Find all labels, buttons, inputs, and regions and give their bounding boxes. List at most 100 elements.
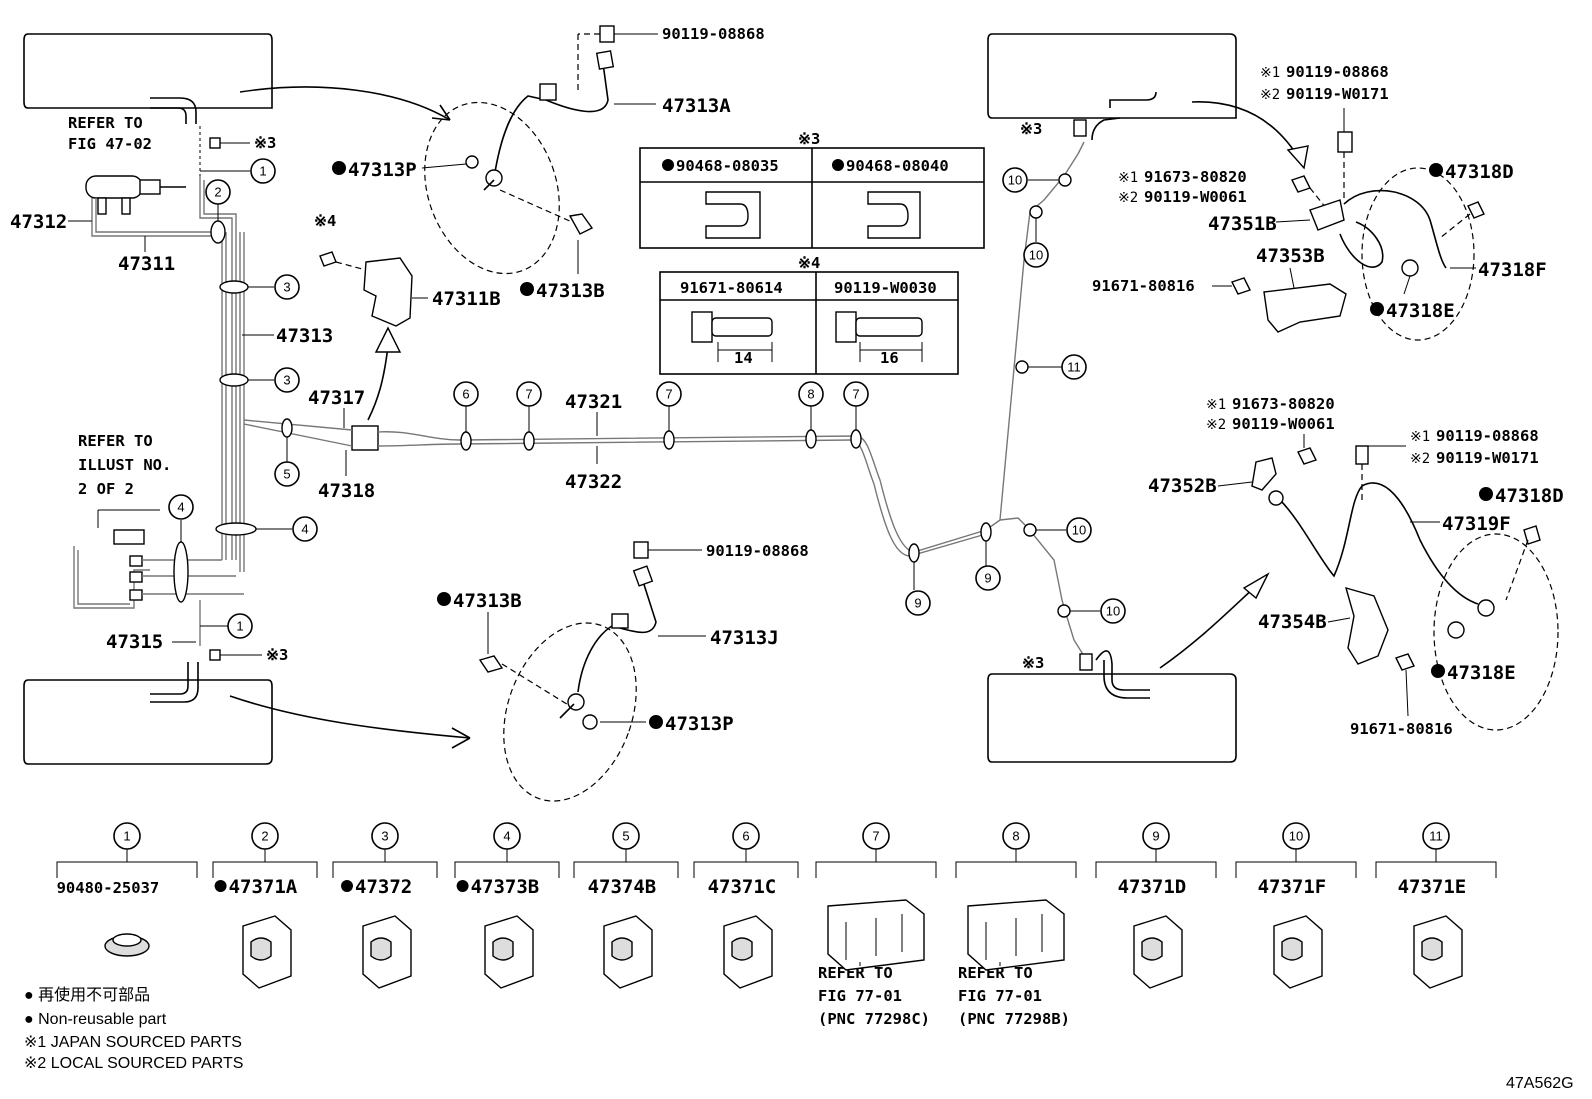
catalog-callout-num: 5 xyxy=(622,829,629,844)
bolt-icon xyxy=(1355,445,1369,465)
ref1-91673-mid-mark: ※1 xyxy=(1206,397,1226,413)
clip-3-icon xyxy=(362,915,412,989)
clip-shape-icon xyxy=(1079,653,1093,671)
table3-col2: 90468-08040 xyxy=(846,157,949,175)
part-47312-label: 47312 xyxy=(10,211,67,233)
catalog-note-8: FIG 77-01 xyxy=(958,987,1042,1005)
svg-text:9: 9 xyxy=(914,596,921,611)
legend-non-reusable-en: ● Non-reusable part xyxy=(24,1011,167,1028)
ref3-bottom-mark: ※3 xyxy=(266,646,288,664)
bracket-47354B-icon xyxy=(1344,586,1389,665)
svg-text:10: 10 xyxy=(1106,604,1120,619)
bracket-47353B-icon xyxy=(1263,283,1347,333)
catalog-callout-num: 10 xyxy=(1289,829,1303,844)
part-90119-08868-mid-label: 90119-08868 xyxy=(706,542,809,560)
clip-4-icon xyxy=(484,915,534,989)
bolt-icon xyxy=(319,251,337,267)
svg-text:6: 6 xyxy=(462,387,469,402)
callout-1-bottom xyxy=(227,613,253,639)
master-cylinder-assembly xyxy=(85,126,245,572)
refer-illust-line1: REFER TO xyxy=(78,432,153,450)
callout-3-lower xyxy=(274,367,300,393)
part-47321-label: 47321 xyxy=(565,391,622,413)
catalog-part-3-label: 47372 xyxy=(355,876,412,898)
non-reusable-dot-icon xyxy=(341,880,353,892)
part-91671-80816-bottom: 91671-80816 xyxy=(1350,720,1453,738)
bracket-47351B-icon xyxy=(1309,199,1345,231)
part-47313P-bottom-label: 47313P xyxy=(665,713,734,735)
part-47352B-label: 47352B xyxy=(1148,475,1217,497)
callout-5 xyxy=(274,461,300,487)
clip-shape-icon xyxy=(209,649,221,661)
bolt-icon xyxy=(1523,525,1541,545)
catalog-callout-num: 4 xyxy=(503,829,510,844)
clip-90468-08035-icon xyxy=(705,191,761,239)
ref2-top-mark: ※2 xyxy=(1260,87,1280,103)
bolt-icon xyxy=(478,655,504,673)
part-91673-80820-top: 91673-80820 xyxy=(1144,168,1247,186)
part-47313J-label: 47313J xyxy=(710,627,779,649)
part-47319F-label: 47319F xyxy=(1442,513,1511,535)
catalog-note-8: (PNC 77298B) xyxy=(958,1010,1070,1028)
catalog-part-2-label: 47371A xyxy=(229,876,298,898)
part-47351B-label: 47351B xyxy=(1208,213,1277,235)
flow-arrow-bottom-right xyxy=(1159,585,1257,669)
clip-shape-icon xyxy=(209,137,221,149)
flow-arrow-top-right xyxy=(1191,101,1301,161)
callout-7-a xyxy=(516,381,542,407)
up-arrow-line xyxy=(367,345,389,421)
non-reusable-dot-icon xyxy=(214,880,227,892)
joint-block-icon xyxy=(351,425,379,451)
svg-text:10: 10 xyxy=(1029,248,1043,263)
legend-local-sourced: ※2 LOCAL SOURCED PARTS xyxy=(24,1055,243,1072)
svg-text:4: 4 xyxy=(301,522,308,537)
ref3-top-mark: ※3 xyxy=(254,134,276,152)
part-47313B-top-label: 47313B xyxy=(536,280,605,302)
callout-1-top xyxy=(250,158,276,184)
refer-fig-text-line2: FIG 47-02 xyxy=(68,135,152,153)
part-91671-80816-top: 91671-80816 xyxy=(1092,277,1195,295)
svg-text:7: 7 xyxy=(665,387,672,402)
callout-11 xyxy=(1061,354,1087,380)
ref3-bottomright-mark: ※3 xyxy=(1022,654,1044,672)
svg-text:10: 10 xyxy=(1072,523,1086,538)
ref1-top-mark: ※1 xyxy=(1260,65,1280,81)
clip-8-icon xyxy=(967,899,1065,971)
up-arrow-icon xyxy=(374,326,402,353)
ref2-mid-mark: ※2 xyxy=(1410,451,1430,467)
part-90119-08868-r1-mid: 90119-08868 xyxy=(1436,427,1539,445)
rear-hose-47318F-group xyxy=(1231,131,1485,341)
catalog-part-9-label: 47371D xyxy=(1118,876,1187,898)
refer-illust-line3: 2 OF 2 xyxy=(78,480,134,498)
svg-text:10: 10 xyxy=(1008,173,1022,188)
refer-fig-text-line1: REFER TO xyxy=(68,114,143,132)
callout-10-d xyxy=(1100,598,1126,624)
bolt-90119-W0030-icon xyxy=(835,311,857,343)
clip-shape-icon xyxy=(1073,119,1087,137)
bolt-icon xyxy=(1467,201,1485,219)
part-47313B-bottom-label: 47313B xyxy=(453,590,522,612)
front-hose-47313A-group xyxy=(424,25,658,275)
catalog-note-7: REFER TO xyxy=(818,964,893,982)
diagram-id: 47A562G xyxy=(1506,1075,1574,1092)
part-90119-W0171-r2-mid: 90119-W0171 xyxy=(1436,449,1539,467)
callout-7-c xyxy=(843,381,869,407)
flow-arrow-bottom-left xyxy=(229,695,471,739)
part-47318D-top-label: 47318D xyxy=(1445,161,1514,183)
callout-9-b xyxy=(975,565,1001,591)
abs-actuator-block: 4 4 xyxy=(73,494,318,609)
part-90119-08868-r1-top: 90119-08868 xyxy=(1286,63,1389,81)
arrow-head-icon xyxy=(1242,572,1270,600)
arrow-head-icon xyxy=(451,727,471,749)
part-90119-W0061-mid: 90119-W0061 xyxy=(1232,415,1335,433)
ref3-topright-mark: ※3 xyxy=(1020,120,1042,138)
bolt-icon xyxy=(1395,653,1415,671)
part-90119-W0061-top: 90119-W0061 xyxy=(1144,188,1247,206)
catalog-part-6-label: 47371C xyxy=(708,876,777,898)
callout-2-num: 2 xyxy=(214,185,221,200)
part-90119-W0171-r2-top: 90119-W0171 xyxy=(1286,85,1389,103)
part-47318E-bottom-label: 47318E xyxy=(1447,662,1516,684)
part-47315-label: 47315 xyxy=(106,631,163,653)
